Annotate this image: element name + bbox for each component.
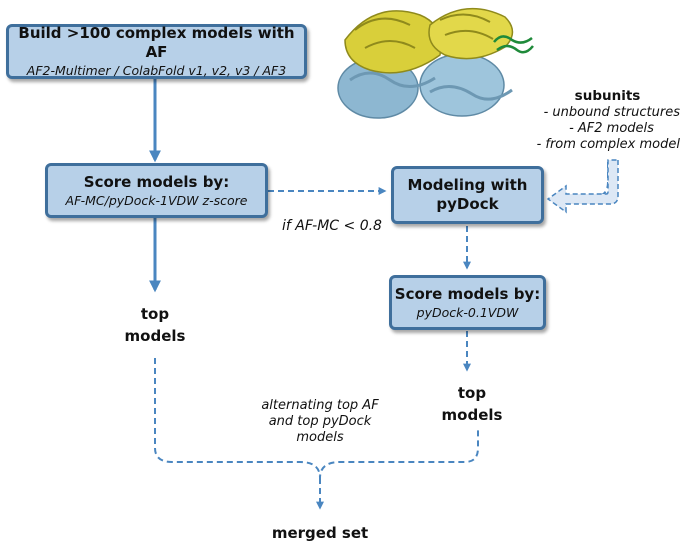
condition-label: if AF-MC < 0.8 — [282, 218, 382, 234]
subunits-item: - from complex model — [536, 137, 680, 152]
score-af-subtitle: AF-MC/pyDock-1VDW z-score — [65, 192, 248, 208]
alternating-line1: alternating top AF — [261, 398, 379, 413]
top-models-right-line2: models — [441, 406, 503, 424]
arrows — [149, 79, 609, 510]
merged-set-label: merged set — [271, 524, 369, 542]
build-models-title: Build >100 complex models with AF — [18, 24, 295, 61]
modeling-title-line1: Modeling with — [407, 176, 528, 194]
alternating-label: alternating top AF and top pyDock models — [240, 398, 400, 446]
score-pydock-box: Score models by: pyDock-0.1VDW — [389, 275, 546, 330]
alternating-line2: and top pyDock — [268, 414, 372, 429]
subunits-arrow — [546, 159, 619, 214]
score-pydock-title: Score models by: — [394, 284, 541, 303]
top-models-right-line1: top — [457, 384, 487, 402]
build-models-subtitle: AF2-Multimer / ColabFold v1, v2, v3 / AF… — [26, 63, 287, 78]
arrow-subunits-to-modeling — [562, 162, 609, 198]
score-af-title: Score models by: — [83, 172, 230, 191]
modeling-title-line2: pyDock — [436, 195, 499, 213]
protein-structure-image — [337, 7, 534, 119]
subunits-title: subunits — [574, 88, 641, 104]
score-af-box: Score models by: AF-MC/pyDock-1VDW z-sco… — [45, 163, 268, 218]
score-pydock-subtitle: pyDock-0.1VDW — [416, 304, 519, 320]
alternating-line3: models — [296, 430, 344, 445]
modeling-pydock-box: Modeling with pyDock — [391, 166, 544, 224]
top-models-left-line2: models — [124, 327, 186, 345]
subunits-item: - AF2 models — [569, 121, 654, 136]
top-models-left-line1: top — [140, 305, 170, 323]
top-models-right: top models — [432, 382, 512, 426]
subunits-block: subunits - unbound structures - AF2 mode… — [515, 88, 680, 153]
subunits-item: - unbound structures — [543, 105, 680, 120]
build-models-box: Build >100 complex models with AF AF2-Mu… — [6, 24, 307, 79]
top-models-left: top models — [115, 303, 195, 347]
